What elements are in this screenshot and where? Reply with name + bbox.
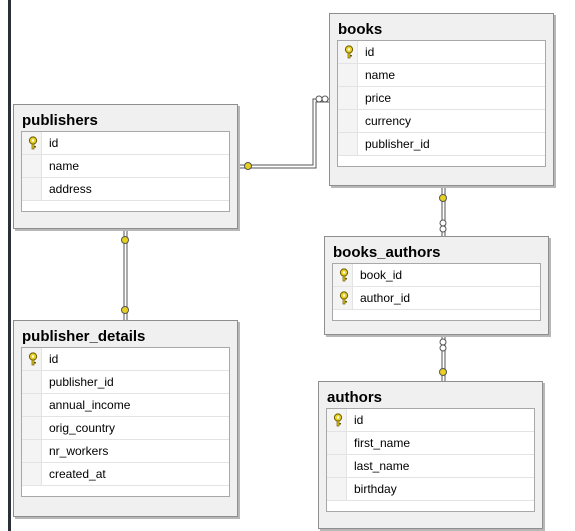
table-title: books [338, 21, 383, 38]
column-name: price [365, 91, 392, 105]
column-name: name [365, 68, 396, 82]
column-name: id [354, 413, 364, 427]
row-selector[interactable] [22, 132, 42, 154]
row-selector[interactable] [327, 455, 347, 477]
column-row[interactable]: publisher_id [338, 133, 545, 156]
table-title: books_authors [333, 244, 441, 261]
row-selector[interactable] [338, 110, 358, 132]
many-end-marker [439, 344, 447, 352]
many-end-marker [439, 219, 447, 227]
table-books[interactable]: books id name price currency publisher_i… [329, 13, 554, 186]
row-selector[interactable] [22, 463, 42, 485]
left-edge [0, 0, 12, 531]
table-books-authors[interactable]: books_authors book_id author_id [324, 236, 549, 335]
column-grid: book_id author_id [332, 263, 541, 321]
primary-key-icon [333, 413, 343, 427]
many-end-marker [321, 95, 329, 103]
column-row[interactable]: id [22, 132, 229, 155]
primary-key-icon [28, 136, 38, 150]
row-selector[interactable] [338, 64, 358, 86]
table-title: authors [327, 389, 383, 406]
column-row[interactable]: publisher_id [22, 371, 229, 394]
column-name: currency [365, 114, 412, 128]
column-grid: id publisher_id annual_income orig_count… [21, 347, 230, 497]
row-selector[interactable] [22, 440, 42, 462]
column-row[interactable]: id [22, 348, 229, 371]
key-end-marker [121, 236, 129, 244]
table-authors[interactable]: authors id first_name last_name birthday [318, 381, 543, 529]
column-name: book_id [360, 268, 403, 282]
row-selector[interactable] [22, 178, 42, 200]
key-end-marker [439, 194, 447, 202]
column-name: id [49, 136, 59, 150]
column-name: address [49, 182, 92, 196]
key-end-marker [121, 306, 129, 314]
column-name: birthday [354, 482, 397, 496]
column-name: created_at [49, 467, 106, 481]
column-row[interactable]: id [338, 41, 545, 64]
column-name: id [365, 45, 375, 59]
column-name: id [49, 352, 59, 366]
many-end-marker [439, 338, 447, 346]
row-selector[interactable] [22, 155, 42, 177]
key-end-marker [439, 368, 447, 376]
column-row[interactable]: address [22, 178, 229, 201]
column-name: nr_workers [49, 444, 109, 458]
column-row[interactable]: nr_workers [22, 440, 229, 463]
column-row[interactable]: currency [338, 110, 545, 133]
row-selector[interactable] [338, 41, 358, 63]
table-publishers[interactable]: publishers id name address [13, 104, 238, 229]
column-row[interactable]: name [338, 64, 545, 87]
column-name: publisher_id [365, 137, 430, 151]
primary-key-icon [339, 291, 349, 305]
row-selector[interactable] [327, 409, 347, 431]
primary-key-icon [339, 268, 349, 282]
column-row[interactable]: orig_country [22, 417, 229, 440]
column-name: publisher_id [49, 375, 114, 389]
column-name: annual_income [49, 398, 131, 412]
column-row[interactable]: name [22, 155, 229, 178]
column-name: author_id [360, 291, 411, 305]
column-row[interactable]: first_name [327, 432, 534, 455]
column-row[interactable]: id [327, 409, 534, 432]
column-name: first_name [354, 436, 411, 450]
relationship-publishers-publisher-details [123, 230, 128, 320]
row-selector[interactable] [333, 287, 353, 309]
column-row[interactable]: created_at [22, 463, 229, 486]
many-end-marker [315, 95, 323, 103]
column-row[interactable]: annual_income [22, 394, 229, 417]
row-selector[interactable] [327, 478, 347, 500]
column-row[interactable]: book_id [333, 264, 540, 287]
row-selector[interactable] [338, 133, 358, 155]
row-selector[interactable] [22, 348, 42, 370]
row-selector[interactable] [22, 371, 42, 393]
row-selector[interactable] [22, 417, 42, 439]
column-row[interactable]: price [338, 87, 545, 110]
column-name: last_name [354, 459, 410, 473]
column-grid: id first_name last_name birthday [326, 408, 535, 512]
key-end-marker [244, 162, 252, 170]
many-end-marker [439, 225, 447, 233]
column-row[interactable]: author_id [333, 287, 540, 310]
column-name: orig_country [49, 421, 116, 435]
table-title: publishers [22, 112, 98, 129]
row-selector[interactable] [338, 87, 358, 109]
table-publisher-details[interactable]: publisher_details id publisher_id annual… [13, 320, 238, 517]
primary-key-icon [344, 45, 354, 59]
primary-key-icon [28, 352, 38, 366]
column-row[interactable]: birthday [327, 478, 534, 501]
column-grid: id name address [21, 131, 230, 212]
relationship-publishers-books [238, 98, 329, 169]
row-selector[interactable] [22, 394, 42, 416]
column-grid: id name price currency publisher_id [337, 40, 546, 167]
row-selector[interactable] [333, 264, 353, 286]
row-selector[interactable] [327, 432, 347, 454]
column-name: name [49, 159, 80, 173]
column-row[interactable]: last_name [327, 455, 534, 478]
table-title: publisher_details [22, 328, 146, 345]
